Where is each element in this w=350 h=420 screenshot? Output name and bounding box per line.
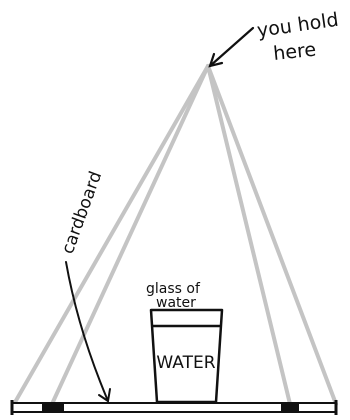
- cardboard-base: [12, 400, 336, 415]
- cardboard-label: cardboard: [58, 169, 106, 257]
- hold-label-line1: you hold: [256, 9, 340, 42]
- cardboard-arrow: [66, 262, 110, 401]
- string-right-outer: [208, 66, 336, 404]
- glass-label-line2: water: [156, 295, 196, 311]
- hold-arrow: [210, 28, 253, 66]
- string-tie-left: [42, 402, 64, 413]
- hold-label-line2: here: [272, 39, 317, 65]
- string-tie-right: [281, 402, 299, 413]
- water-text: WATER: [156, 353, 215, 373]
